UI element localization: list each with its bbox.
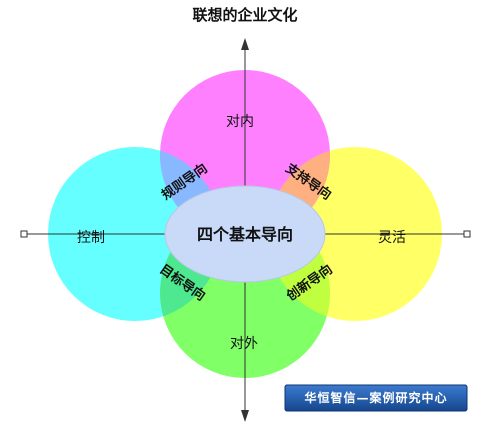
- axis-end-right: [463, 230, 471, 238]
- label-right: 灵活: [378, 230, 406, 246]
- banner-text: 华恒智信—案例研究中心: [304, 390, 447, 405]
- axis-arrow-down: [241, 410, 249, 422]
- diagram-title: 联想的企业文化: [192, 6, 297, 24]
- overlap-top-right: [268, 147, 330, 240]
- axis-end-left: [20, 230, 28, 238]
- label-top: 对内: [226, 114, 254, 130]
- overlap-bottom-right: [268, 208, 330, 321]
- source-banner: 华恒智信—案例研究中心: [284, 384, 468, 412]
- overlap-top-left: [160, 147, 222, 240]
- banner-background: [284, 384, 468, 412]
- axis-arrow-up: [241, 38, 249, 50]
- overlap-bottom-left: [160, 208, 222, 321]
- label-bottom: 对外: [230, 336, 258, 352]
- center-label: 四个基本导向: [197, 225, 293, 244]
- label-left: 控制: [77, 230, 105, 246]
- center-ellipse: [164, 185, 326, 283]
